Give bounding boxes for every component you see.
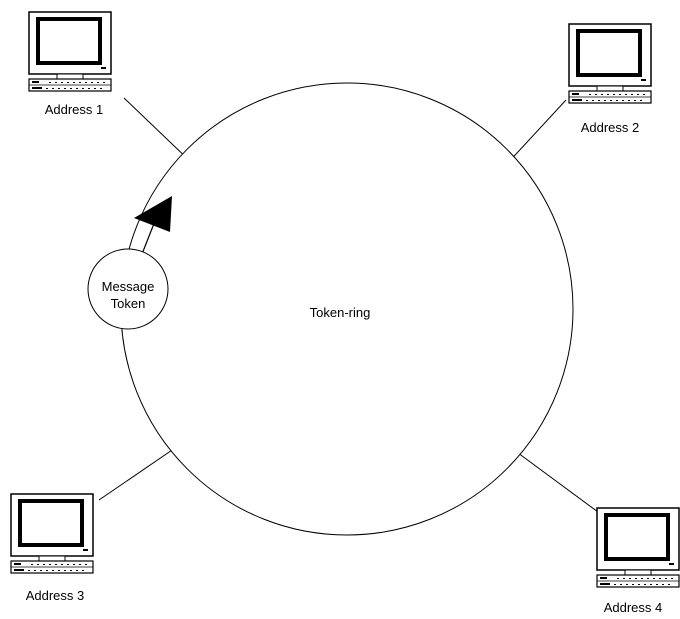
link-address-1 <box>123 97 194 165</box>
station-label-address-2: Address 2 <box>580 120 640 135</box>
token-arrow-shaft <box>141 220 156 255</box>
station-label-address-3: Address 3 <box>25 588 85 603</box>
token-arrow-head <box>134 196 172 232</box>
computer-icon <box>595 506 680 589</box>
token-label: Message Token <box>83 278 173 312</box>
message-token-circle <box>87 248 169 330</box>
station-label-address-4: Address 4 <box>603 600 663 615</box>
token-label-line1: Message <box>101 279 155 294</box>
link-address-4 <box>513 449 599 513</box>
token-label-line2: Token <box>110 296 146 311</box>
computer-icon <box>9 492 95 575</box>
link-address-2 <box>504 99 567 167</box>
computer-icon <box>27 10 113 93</box>
computer-icon <box>567 22 653 105</box>
station-label-address-1: Address 1 <box>44 102 104 117</box>
link-address-3 <box>98 445 179 501</box>
ring-label: Token-ring <box>309 305 371 320</box>
